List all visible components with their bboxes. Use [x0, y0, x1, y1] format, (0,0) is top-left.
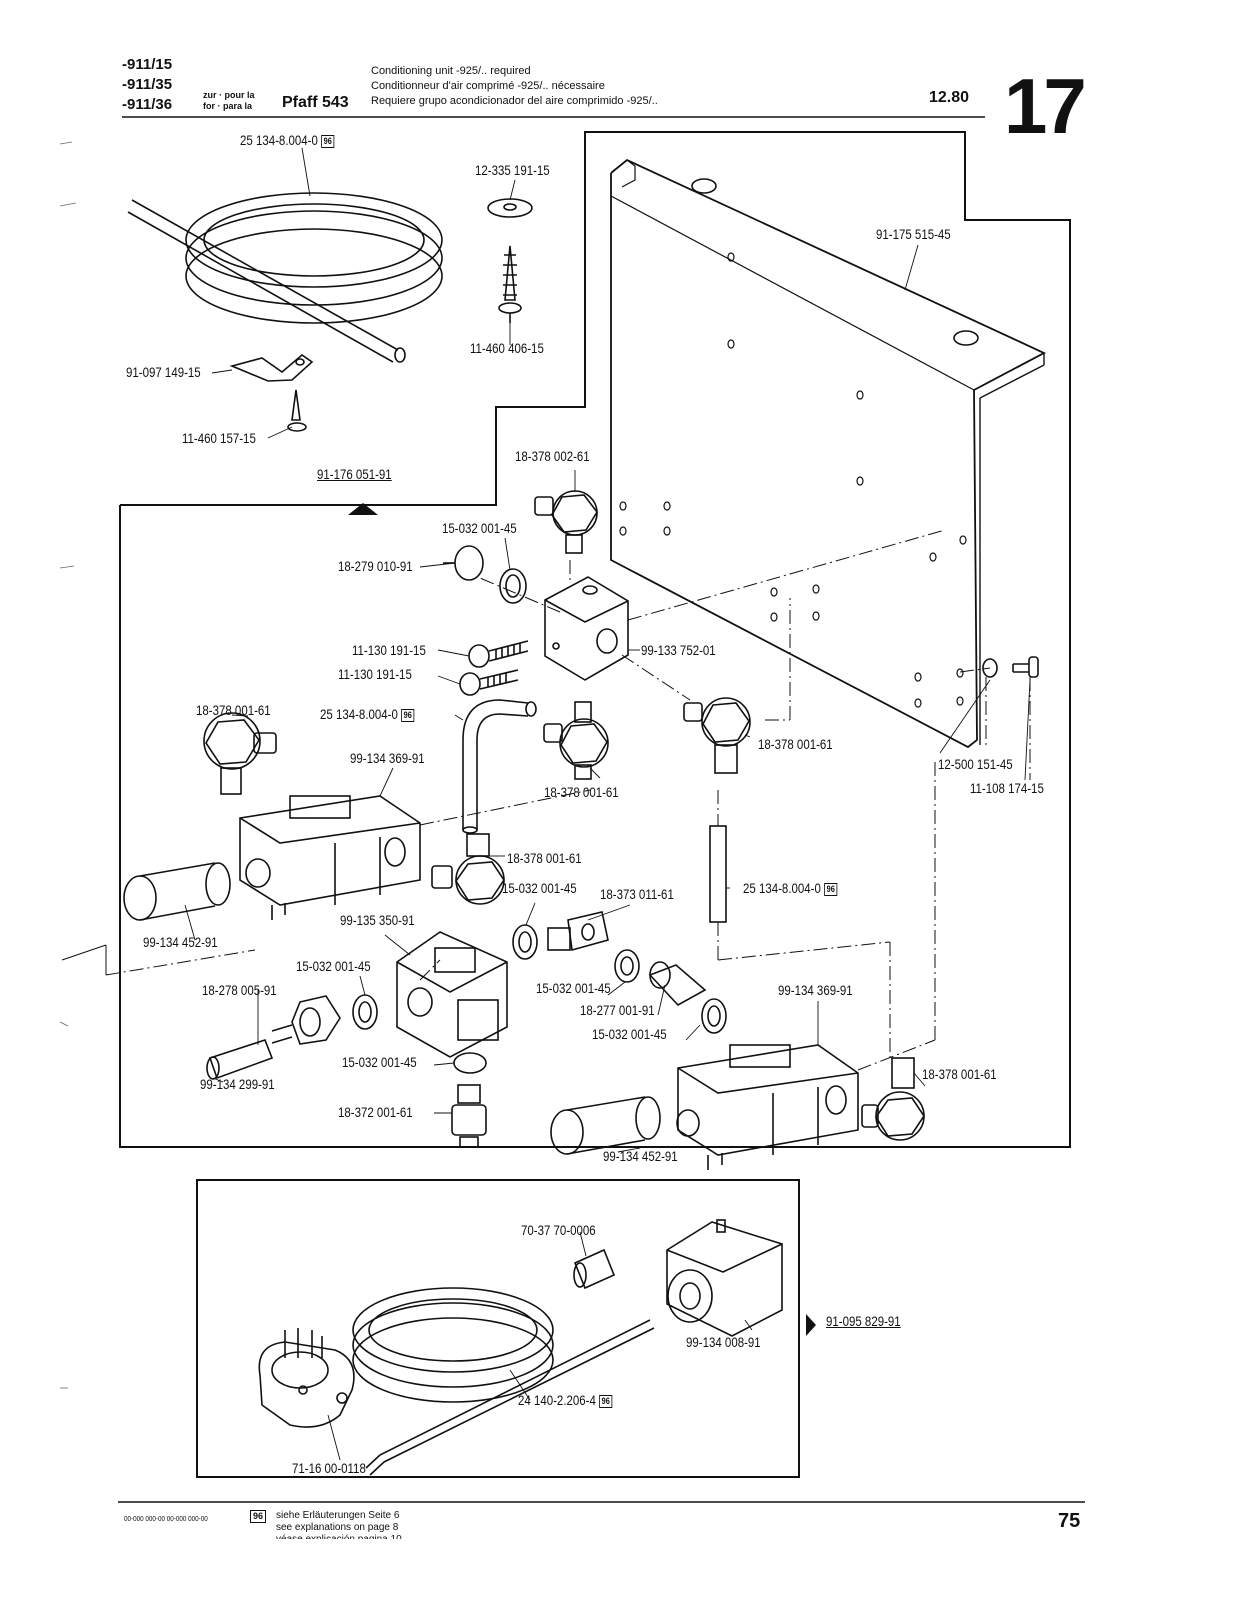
part-label: 11-130 191-15	[352, 642, 426, 658]
part-label: 18-278 005-91	[202, 982, 277, 998]
footer-badge: 96	[250, 1510, 267, 1524]
part-label: 99-135 350-91	[340, 912, 415, 928]
part-label: 12-500 151-45	[938, 756, 1013, 772]
footer-note-en: see explanations on page 8	[276, 1522, 399, 1533]
machine-name: Pfaff 543	[282, 94, 349, 111]
footer-note-es: véase explicación pagina 10	[276, 1534, 402, 1539]
part-label: 18-378 001-61	[196, 702, 271, 718]
part-label: 15-032 001-45	[442, 520, 517, 536]
part-label: 18-279 010-91	[338, 558, 413, 574]
part-label: 18-277 001-91	[580, 1002, 655, 1018]
part-label: 15-032 001-45	[592, 1026, 667, 1042]
part-label: 99-134 299-91	[200, 1076, 275, 1092]
part-label: 91-097 149-15	[126, 364, 201, 380]
part-label: 91-176 051-91	[317, 466, 392, 482]
part-label: 15-032 001-45	[536, 980, 611, 996]
part-label: 91-095 829-91	[826, 1313, 901, 1329]
note-en: Conditioning unit -925/.. required	[371, 65, 531, 77]
part-label: 12-335 191-15	[475, 162, 550, 178]
part-label: 99-134 369-91	[350, 750, 425, 766]
part-label: 99-133 752-01	[641, 642, 716, 658]
part-label: 18-373 011-61	[600, 886, 674, 902]
revision-date: 12.80	[929, 89, 970, 106]
part-label: 18-378 001-61	[507, 850, 582, 866]
part-label: 15-032 001-45	[342, 1054, 417, 1070]
part-label: 11-460 406-15	[470, 340, 544, 356]
part-label: 18-378 002-61	[515, 448, 590, 464]
page-number: 75	[1058, 1510, 1081, 1532]
part-label: 18-378 001-61	[544, 784, 619, 800]
footer-note-de: siehe Erläuterungen Seite 6	[276, 1510, 400, 1521]
model-code-15: -911/15	[122, 56, 173, 73]
part-label: 71-16 00-0118	[292, 1460, 366, 1476]
note-es: Requiere grupo acondicionador del aire c…	[371, 95, 658, 107]
section-number: 17	[1004, 62, 1087, 150]
part-label: 18-372 001-61	[338, 1104, 413, 1120]
model-code-36: -911/36	[122, 96, 173, 113]
part-label: 99-134 008-91	[686, 1334, 761, 1350]
model-code-35: -911/35	[122, 76, 173, 93]
part-label: 15-032 001-45	[502, 880, 577, 896]
part-label: 91-175 515-45	[876, 226, 951, 242]
part-label: 11-460 157-15	[182, 430, 256, 446]
part-label: 99-134 452-91	[603, 1148, 678, 1164]
note-fr: Conditionneur d'air comprimé -925/.. néc…	[371, 80, 605, 92]
for-para-la: for · para la	[203, 101, 253, 111]
part-label: 99-134 369-91	[778, 982, 853, 998]
part-label: 11-108 174-15	[970, 780, 1044, 796]
part-label: 70-37 70-0006	[521, 1222, 596, 1238]
part-label: 18-378 001-61	[758, 736, 833, 752]
footer-codes: 00-000 000-00 00-000 000-00	[124, 1516, 208, 1523]
part-label: 18-378 001-61	[922, 1066, 997, 1082]
part-label: 11-130 191-15	[338, 666, 412, 682]
zur-pour-la: zur · pour la	[203, 90, 255, 100]
part-label: 99-134 452-91	[143, 934, 218, 950]
part-label: 15-032 001-45	[296, 958, 371, 974]
